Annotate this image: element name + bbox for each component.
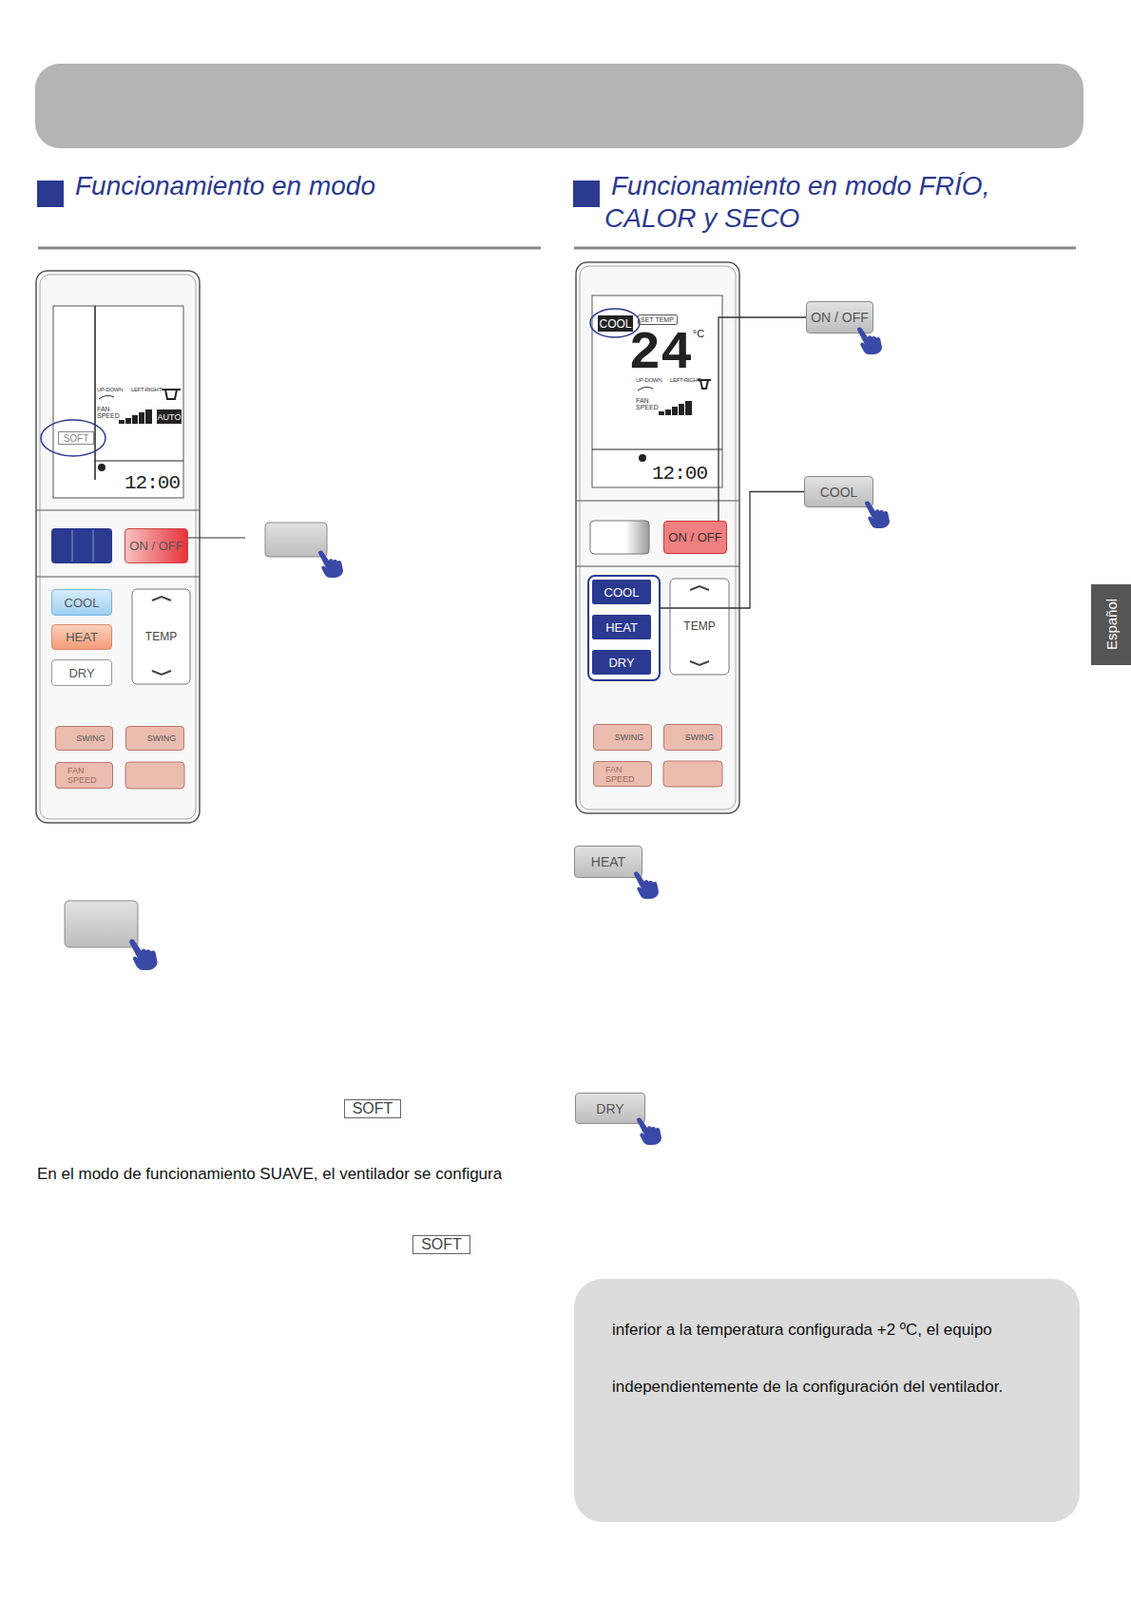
section-heading: Funcionamiento en modo: [75, 170, 532, 203]
note-text: independientemente de la configuración d…: [612, 1378, 1003, 1398]
button-label: ON / OFF: [668, 530, 722, 545]
button-label: ON / OFF: [810, 309, 869, 326]
clock-display: 12:00: [121, 469, 183, 497]
callout-button: HEAT: [574, 845, 643, 879]
callout-button: ON / OFF: [805, 301, 874, 334]
temperature-value: 24: [631, 328, 691, 379]
leader-line: [718, 317, 806, 521]
power-button: ON / OFF: [663, 520, 728, 555]
section-heading: Funcionamiento en modo FRÍO, CALOR y SEC…: [604, 170, 1061, 235]
mode-indicator: SOFT: [57, 431, 95, 445]
clock-display: 12:00: [650, 460, 710, 487]
mode-indicator: SOFT: [344, 1099, 402, 1119]
display-indicator: AUTO: [156, 409, 182, 424]
fan-button: FAN SPEED: [593, 761, 652, 787]
leader-line: [660, 492, 805, 610]
swing-button: SWING: [125, 726, 185, 751]
fan-button: FAN SPEED: [55, 762, 114, 789]
mode-button: COOL: [51, 589, 113, 616]
display-label: UP-DOWN: [96, 386, 132, 396]
swing-button: SWING: [593, 724, 652, 751]
power-button: ON / OFF: [124, 528, 189, 564]
mode-button: DRY: [51, 659, 113, 687]
mode-button: HEAT: [592, 614, 652, 640]
mode-indicator: COOL: [597, 315, 633, 332]
note-box: inferior a la temperatura configurada +2…: [574, 1279, 1080, 1523]
display-label: LEFT-RIGHT: [131, 386, 164, 396]
display-label: FAN SPEED: [96, 405, 118, 422]
callout-button: COOL: [804, 476, 874, 508]
swing-button: SWING: [55, 726, 114, 751]
mode-button: COOL: [592, 579, 652, 605]
mode-button-group: COOL HEAT DRY: [587, 575, 661, 682]
unit-label: °C: [690, 326, 707, 341]
swing-button: SWING: [663, 724, 723, 751]
note-text: inferior a la temperatura configurada +2…: [612, 1321, 993, 1341]
body-text: En el modo de funcionamiento SUAVE, el v…: [37, 1165, 502, 1187]
display-label: SET TEMP.: [637, 314, 678, 326]
display-label: LEFT-RIGHT: [670, 377, 703, 386]
button-label: HEAT: [591, 854, 626, 870]
button-label: ON / OFF: [129, 538, 183, 554]
display-label: UP-DOWN: [635, 377, 671, 386]
display-label: FAN SPEED: [635, 397, 657, 413]
mode-button: HEAT: [51, 624, 113, 651]
language-tab: Español: [1101, 586, 1121, 663]
button-label: COOL: [820, 484, 859, 500]
mode-button: DRY: [592, 650, 652, 675]
temp-label: TEMP: [670, 618, 729, 634]
temp-label: TEMP: [132, 629, 191, 645]
callout-button: DRY: [575, 1092, 646, 1125]
button-label: DRY: [595, 1101, 624, 1117]
mode-indicator: SOFT: [412, 1235, 471, 1255]
